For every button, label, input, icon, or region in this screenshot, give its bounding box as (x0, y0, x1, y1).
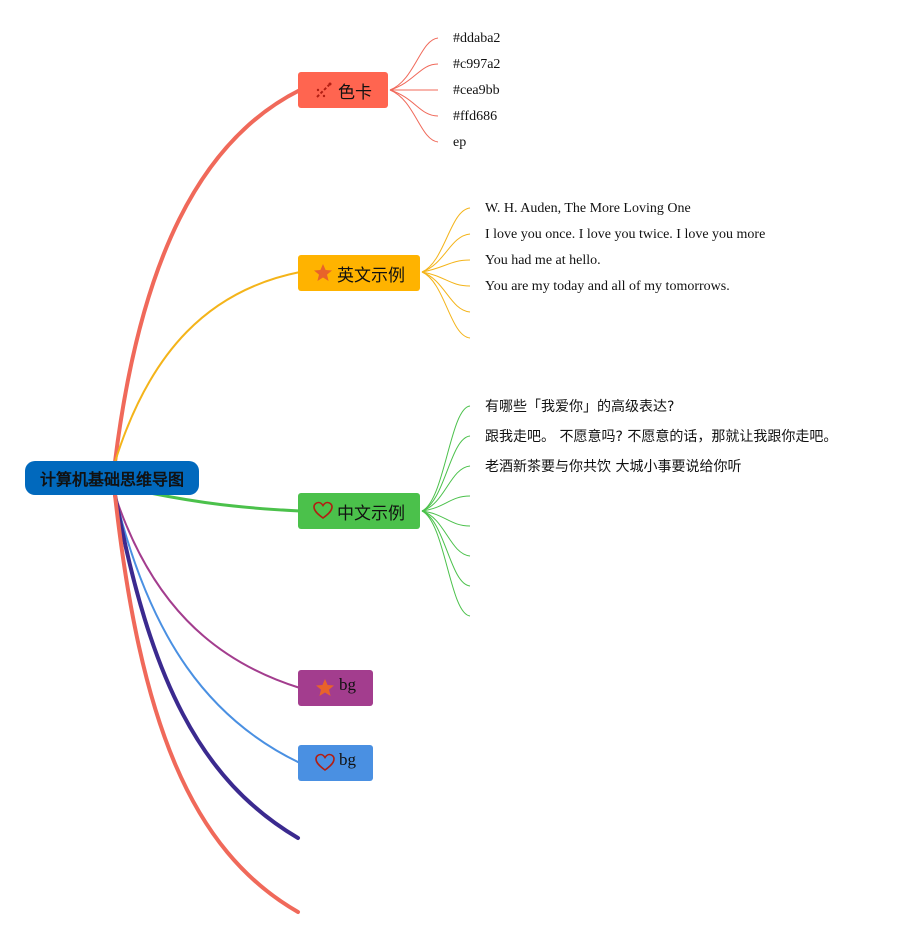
branch-label: 中文示例 (337, 503, 405, 524)
branch-link-color-card (113, 88, 302, 464)
leaf-link (421, 510, 471, 527)
leaf-color-4[interactable]: #ffd686 (453, 109, 498, 124)
leaf-color-5[interactable]: ep (453, 135, 467, 150)
magic-wand-icon (314, 80, 334, 100)
root-node[interactable]: 计算机基础思维导图 (25, 461, 199, 495)
leaf-english-3[interactable]: You had me at hello. (485, 253, 601, 268)
branch-link-chinese (148, 491, 302, 513)
leaf-link (421, 233, 471, 273)
leaf-link (389, 89, 439, 143)
leaf-link (421, 510, 471, 557)
root-node-label: 计算机基础思维导图 (39, 470, 184, 489)
leaf-link (421, 271, 471, 339)
branch-node-chinese[interactable]: 中文示例 (298, 493, 420, 529)
leaf-link (421, 510, 471, 617)
heart-icon (315, 753, 335, 773)
leaf-link (421, 271, 471, 313)
branch-label: 英文示例 (337, 265, 405, 286)
leaf-english-2[interactable]: I love you once. I love you twice. I lov… (485, 227, 766, 242)
branch-link-english (114, 271, 301, 463)
leaf-chinese-2[interactable]: 跟我走吧。 不愿意吗? 不愿意的话，那就让我跟你走吧。 (485, 429, 838, 445)
leaf-link (421, 465, 471, 512)
leaf-link (421, 435, 471, 512)
leaf-link (389, 37, 439, 91)
branch-label: 色卡 (338, 82, 372, 103)
leaf-english-4[interactable]: You are my today and all of my tomorrows… (485, 279, 730, 294)
leaf-link (421, 510, 471, 587)
branch-link-empty-navy (113, 493, 300, 840)
leaf-link (421, 207, 471, 273)
branch-node-bg-purple[interactable]: bg (298, 670, 373, 706)
leaf-link (421, 259, 471, 273)
leaf-link (421, 495, 471, 512)
branch-node-english[interactable]: 英文示例 (298, 255, 420, 291)
leaf-color-3[interactable]: #cea9bb (453, 83, 500, 98)
branch-node-color-card[interactable]: 色卡 (298, 72, 388, 108)
leaf-color-1[interactable]: #ddaba2 (453, 31, 501, 46)
branch-link-empty-red (113, 493, 300, 914)
leaf-link (389, 63, 439, 91)
branch-label: bg (339, 675, 356, 694)
branch-label: bg (339, 750, 356, 769)
leaf-link (421, 405, 471, 512)
leaf-chinese-3[interactable]: 老酒新茶要与你共饮 大城小事要说给你听 (485, 459, 742, 475)
branch-link-bg-purple (114, 494, 301, 689)
leaf-color-2[interactable]: #c997a2 (453, 57, 501, 72)
star-icon (313, 263, 333, 283)
leaf-link (389, 89, 439, 117)
heart-icon (313, 501, 333, 521)
star-icon (315, 678, 335, 698)
leaf-english-1[interactable]: W. H. Auden, The More Loving One (485, 201, 691, 216)
leaf-link (421, 271, 471, 287)
branch-node-bg-blue[interactable]: bg (298, 745, 373, 781)
leaf-chinese-1[interactable]: 有哪些「我爱你」的高级表达? (485, 399, 675, 415)
branch-link-bg-blue (114, 494, 301, 764)
